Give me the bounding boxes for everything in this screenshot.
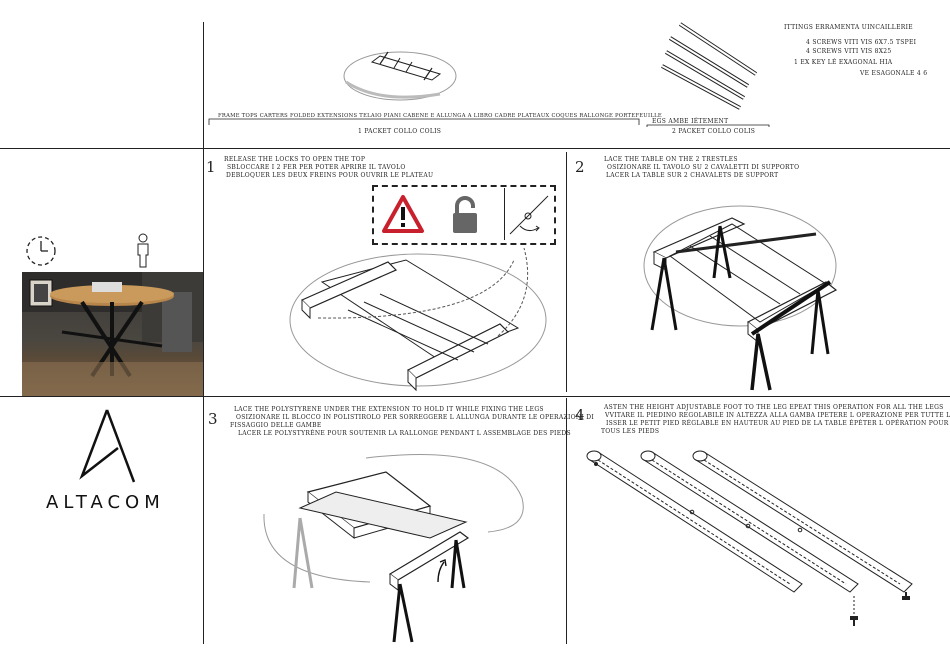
foot-screw-1 bbox=[850, 596, 858, 626]
photo-scene bbox=[22, 272, 203, 396]
step1-line-2: SBLOCCARE I 2 FER PER POTER APRIRE IL TA… bbox=[227, 164, 406, 171]
step3-illustration bbox=[263, 453, 524, 643]
step1-text: RELEASE THE LOCKS TO OPEN THE TOP SBLOCC… bbox=[224, 156, 433, 180]
packet1-parts: FRAME TOPS CARTERS FOLDED EXTENSIONS TEL… bbox=[218, 113, 662, 119]
step4-line-3: ISSER LE PETIT PIED RÉGLABLE EN HAUTEUR … bbox=[606, 420, 949, 427]
step1-line-1: RELEASE THE LOCKS TO OPEN THE TOP bbox=[224, 156, 366, 163]
step2-line-1: LACE THE TABLE ON THE 2 TRESTLES bbox=[604, 156, 738, 163]
step4-line-4: TOUS LES PIEDS bbox=[601, 428, 660, 435]
fittings-line-1: 4 SCREWS VITI VIS 6X7.5 TSPEI bbox=[806, 39, 917, 46]
altacom-logo-icon bbox=[79, 409, 136, 483]
step3-line-2: OSIZIONARE IL BLOCCO IN POLISTIROLO PER … bbox=[236, 414, 595, 421]
fittings-line-2: 4 SCREWS VITI VIS 8X25 bbox=[806, 48, 892, 55]
step2-illustration bbox=[643, 205, 838, 391]
step3-text: LACE THE POLYSTYRENE UNDER THE EXTENSION… bbox=[230, 406, 594, 438]
leg-2 bbox=[640, 450, 859, 593]
step2-text: LACE THE TABLE ON THE 2 TRESTLES OSIZION… bbox=[604, 156, 799, 180]
step1-callout-box bbox=[372, 185, 556, 245]
packet1-illustration bbox=[343, 51, 457, 101]
fittings-header: ITTINGS ERRAMENTA UINCAILLERIE bbox=[784, 24, 913, 31]
fittings-line-3: 1 EX KEY LÉ EXAGONAL HIA bbox=[794, 59, 893, 66]
step1-illustration bbox=[289, 247, 547, 392]
leg-1 bbox=[586, 450, 803, 593]
step3-line-1: LACE THE POLYSTYRENE UNDER THE EXTENSION… bbox=[234, 406, 544, 413]
divider-middle-bottom bbox=[566, 398, 567, 644]
step3-number: 3 bbox=[208, 410, 218, 428]
step3-line-4: LACER LE POLYSTYRÈNE POUR SOUTENIR LA RA… bbox=[238, 430, 571, 437]
leg-3 bbox=[692, 450, 913, 593]
legs-illustration bbox=[661, 22, 758, 110]
unlock-icon bbox=[453, 196, 477, 233]
foot-screw-2 bbox=[902, 592, 910, 600]
divider-mid bbox=[0, 396, 950, 397]
step3-line-3: FISSAGGIO DELLE GAMBE bbox=[230, 422, 322, 429]
step4-line-2: VVITARE IL PIEDINO REGOLABILE IN ALTEZZA… bbox=[605, 412, 950, 419]
warning-icon bbox=[382, 195, 424, 233]
lock-detail-frame bbox=[504, 188, 550, 240]
divider-middle bbox=[566, 152, 567, 392]
step1-line-3: DEBLOQUER LES DEUX FREINS POUR OUVRIR LE… bbox=[226, 172, 434, 179]
brand-name: ALTACOM bbox=[46, 492, 165, 513]
packet1-label: 1 PACKET COLLO COLIS bbox=[358, 128, 442, 135]
packet2-parts: EGS AMBE IÉTEMENT bbox=[652, 118, 729, 125]
person-icon bbox=[137, 233, 149, 268]
step4-text: ASTEN THE HEIGHT ADJUSTABLE FOOT TO THE … bbox=[601, 404, 950, 436]
product-photo bbox=[22, 272, 203, 396]
packet2-label: 2 PACKET COLLO COLIS bbox=[672, 128, 756, 135]
fittings-line-4: VE ESAGONALE 4 6 bbox=[860, 70, 928, 77]
step4-line-1: ASTEN THE HEIGHT ADJUSTABLE FOOT TO THE … bbox=[604, 404, 944, 411]
lock-detail-icon bbox=[509, 195, 549, 235]
packet2-bracket bbox=[646, 124, 770, 127]
packet1-bracket bbox=[208, 118, 640, 125]
step4-number: 4 bbox=[575, 406, 585, 424]
step4-illustration bbox=[586, 450, 913, 626]
divider-left bbox=[203, 22, 204, 644]
step2-number: 2 bbox=[575, 158, 585, 176]
step2-line-2: OSIZIONARE IL TAVOLO SU 2 CAVALETTI DI S… bbox=[607, 164, 800, 171]
step1-number: 1 bbox=[206, 158, 216, 176]
timer-icon bbox=[26, 236, 56, 266]
step2-line-3: LACER LA TABLE SUR 2 CHAVALETS DE SUPPOR… bbox=[606, 172, 779, 179]
divider-top bbox=[0, 148, 950, 149]
